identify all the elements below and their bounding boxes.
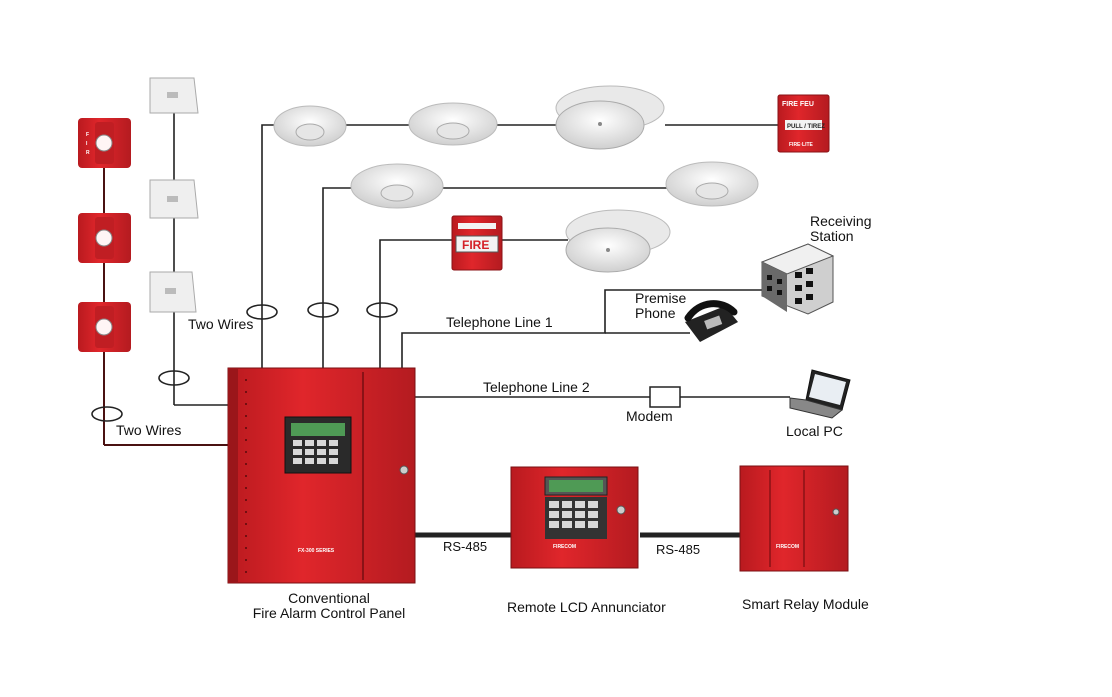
receiving-station-building-icon: [760, 243, 835, 315]
svg-text:I: I: [86, 141, 88, 147]
fire-alarm-control-panel: FX-300 SERIES: [227, 367, 416, 584]
telephone-line-2-label: Telephone Line 2: [483, 379, 590, 395]
local-pc-label: Local PC: [786, 423, 843, 439]
modem-box-icon: [649, 386, 681, 408]
smoke-detector-icon: [408, 102, 498, 146]
svg-text:FIRECOM: FIRECOM: [553, 544, 576, 550]
smoke-detector-icon: [665, 161, 759, 207]
smart-relay-module: FIRECOM: [739, 465, 849, 572]
svg-text:FIRECOM: FIRECOM: [776, 544, 799, 550]
svg-text:F: F: [86, 132, 89, 138]
pull-station-icon: FIRE FEU PULL / TIREZ FIRE·LITE: [777, 94, 830, 153]
svg-text:FIRE·LITE: FIRE·LITE: [789, 142, 814, 148]
smoke-detector-icon: [350, 163, 444, 209]
relay-module-label: Smart Relay Module: [742, 596, 869, 612]
modem-label: Modem: [626, 408, 673, 424]
telephone-line-1-label: Telephone Line 1: [446, 314, 553, 330]
annunciator-label: Remote LCD Annunciator: [507, 599, 666, 615]
heat-detector-icon: [565, 209, 671, 273]
smoke-detector-icon: [273, 105, 347, 147]
horn-icon: [149, 77, 199, 114]
wiring: [91, 108, 790, 538]
two-wires-label-lower: Two Wires: [116, 422, 182, 438]
premise-phone-label: Premise Phone: [635, 290, 687, 322]
receiving-station-label: Receiving Station: [810, 213, 872, 245]
svg-text:FIRE FEU: FIRE FEU: [782, 101, 814, 108]
horn-icon: [149, 271, 197, 313]
svg-text:FX-300 SERIES: FX-300 SERIES: [298, 548, 335, 554]
rs485-label-left: RS-485: [443, 539, 488, 554]
svg-text:R: R: [86, 150, 90, 156]
horn-strobe-icon: F I R: [78, 118, 131, 168]
laptop-icon: [789, 369, 851, 419]
horn-strobe-icon: [78, 213, 131, 263]
heat-detector-icon: [555, 85, 665, 150]
horn-icon: [149, 179, 199, 219]
rs485-label-right: RS-485: [656, 542, 701, 557]
two-wires-label-upper: Two Wires: [188, 316, 254, 332]
panel-vent-dots: [245, 379, 247, 573]
control-panel-label: Conventional Fire Alarm Control Panel: [252, 590, 406, 622]
pull-station-icon: FIRE: [451, 215, 503, 271]
remote-lcd-annunciator: FIRECOM: [510, 466, 639, 569]
telephone-icon: [684, 300, 738, 342]
svg-text:PULL / TIREZ: PULL / TIREZ: [787, 124, 825, 130]
horn-strobe-icon: [78, 302, 131, 352]
svg-text:FIRE: FIRE: [462, 238, 489, 252]
